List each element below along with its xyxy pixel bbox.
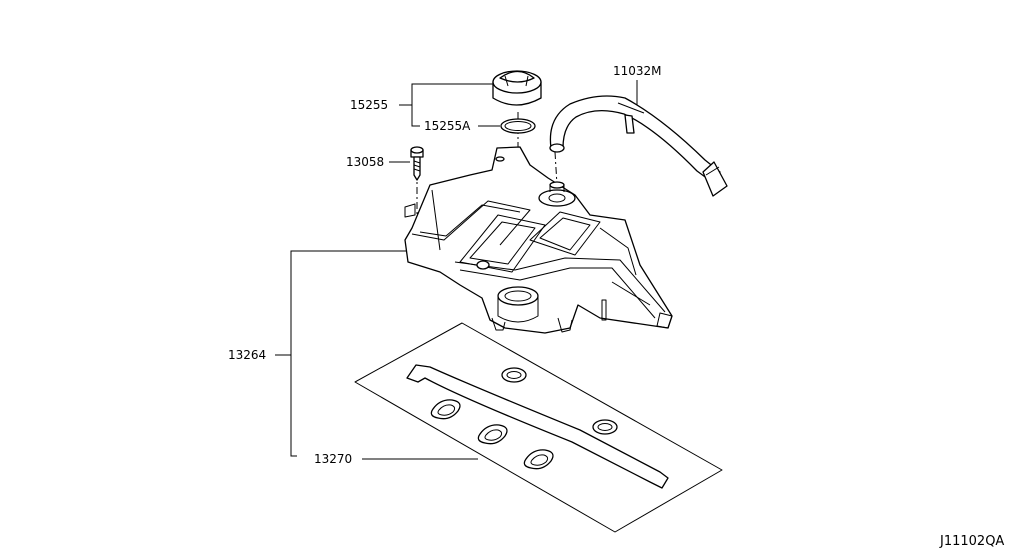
oval-seal xyxy=(477,424,508,445)
rocker-cover xyxy=(404,146,673,334)
label-13270: 13270 xyxy=(314,452,352,466)
label-13264: 13264 xyxy=(228,348,266,362)
round-seal xyxy=(592,419,618,435)
round-seal xyxy=(501,367,527,383)
leader-lines xyxy=(275,80,638,460)
gasket-kit xyxy=(354,322,723,533)
oil-filler-cap xyxy=(492,70,542,106)
oval-seal xyxy=(430,399,461,420)
pcv-hose xyxy=(549,95,728,197)
cap-seal-ring xyxy=(500,118,536,134)
oval-seal xyxy=(523,449,554,470)
diagram-code: J11102QA xyxy=(939,534,1004,549)
label-13058: 13058 xyxy=(346,155,384,169)
cover-bolt xyxy=(410,146,424,181)
label-11032M: 11032M xyxy=(613,64,662,78)
label-15255: 15255 xyxy=(350,98,388,112)
label-15255A: 15255A xyxy=(424,119,471,133)
